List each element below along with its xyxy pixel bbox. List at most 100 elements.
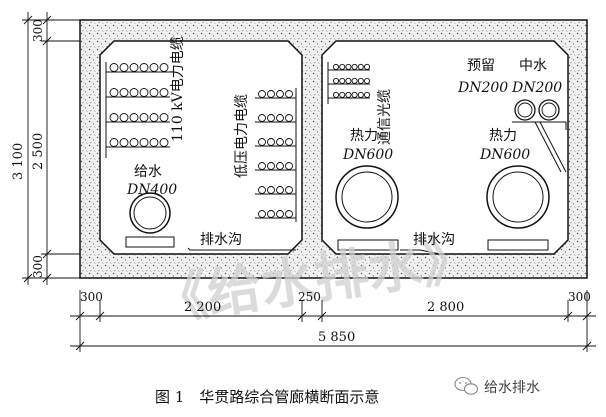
comm-cable-1-3 — [351, 77, 358, 84]
comm-cable-2-2 — [345, 91, 352, 98]
comm-cable-1-2 — [345, 77, 352, 84]
lv-cable-2-2 — [276, 138, 284, 146]
label-comm-cable: 通信光缆 — [377, 89, 393, 145]
water-supply-pipe — [125, 192, 175, 248]
comm-cable-0-0 — [332, 63, 340, 70]
comm-cable-1-1 — [339, 77, 346, 84]
label-110kv-cable: 110 kV电力电缆 — [170, 36, 186, 142]
dim-top-slab: 300 — [31, 19, 45, 42]
dim-bottom-slab: 300 — [31, 255, 45, 278]
power-cable-3-4 — [149, 138, 159, 147]
lv-cable-0-0 — [258, 90, 266, 98]
power-cable-1-5 — [159, 88, 169, 97]
dim-left-chamber-width: 2 200 — [184, 300, 221, 315]
left-cable-rack-low-voltage — [255, 88, 297, 222]
power-cable-0-2 — [129, 63, 139, 72]
lv-cable-4-3 — [285, 186, 293, 194]
power-cable-bundle — [109, 63, 169, 147]
power-cable-2-2 — [129, 113, 139, 122]
dim-overall-width: 5 850 — [318, 330, 355, 345]
power-cable-1-4 — [149, 88, 159, 97]
power-cable-0-0 — [109, 63, 119, 72]
lv-cable-2-1 — [267, 138, 275, 146]
comm-cable-bundle — [332, 63, 371, 98]
low-voltage-cable-bundle — [258, 90, 293, 218]
lv-cable-3-2 — [276, 162, 284, 170]
power-cable-2-4 — [149, 113, 159, 122]
dim-clear-height: 2 500 — [31, 133, 46, 170]
label-heat-1: 热力 — [350, 128, 378, 144]
comm-cable-0-5 — [363, 63, 371, 70]
label-drain-right: 排水沟 — [413, 232, 455, 248]
comm-cable-0-4 — [357, 63, 364, 70]
heat-pipe-2 — [486, 165, 550, 251]
power-cable-2-0 — [109, 113, 119, 122]
power-cable-1-0 — [109, 88, 119, 97]
lv-cable-1-2 — [276, 114, 284, 122]
lv-cable-4-1 — [267, 186, 275, 194]
label-drain-left: 排水沟 — [200, 232, 242, 248]
left-dimension-lines — [22, 12, 80, 285]
lv-cable-3-0 — [258, 162, 266, 170]
lv-cable-2-3 — [285, 138, 293, 146]
lv-cable-5-3 — [285, 210, 293, 218]
comm-cable-2-5 — [363, 91, 371, 98]
dim-left-wall: 300 — [80, 290, 103, 304]
power-cable-3-2 — [129, 138, 139, 147]
power-cable-2-5 — [159, 113, 169, 122]
left-cable-rack-power — [105, 62, 170, 158]
power-cable-1-3 — [139, 88, 149, 97]
power-cable-3-1 — [119, 138, 129, 147]
label-heat-1-size: DN600 — [342, 147, 393, 163]
lv-cable-3-1 — [267, 162, 275, 170]
power-cable-2-3 — [139, 113, 149, 122]
power-cable-0-1 — [119, 63, 129, 72]
lv-cable-1-3 — [285, 114, 293, 122]
lv-cable-0-1 — [267, 90, 275, 98]
comm-cable-1-5 — [363, 77, 371, 84]
power-cable-1-2 — [129, 88, 139, 97]
wechat-icon — [454, 376, 479, 395]
comm-cable-2-3 — [351, 91, 358, 98]
label-low-voltage-cable: 低压电力电缆 — [234, 94, 250, 178]
comm-cable-0-3 — [351, 63, 358, 70]
comm-cable-2-0 — [332, 91, 340, 98]
comm-cable-0-2 — [345, 63, 352, 70]
dim-total-height: 3 100 — [11, 143, 26, 180]
power-cable-2-1 — [119, 113, 129, 122]
lv-cable-3-3 — [285, 162, 293, 170]
dim-right-chamber-width: 2 800 — [427, 300, 464, 315]
power-cable-1-1 — [119, 88, 129, 97]
brand-badge: 给水排水 — [454, 376, 540, 396]
label-heat-2-size: DN600 — [479, 147, 530, 163]
comm-cable-0-1 — [339, 63, 346, 70]
label-reserve-size: DN200 — [457, 80, 508, 96]
comm-cable-2-1 — [339, 91, 346, 98]
lv-cable-4-2 — [276, 186, 284, 194]
power-cable-0-4 — [149, 63, 159, 72]
right-cable-rack-comm — [327, 62, 370, 104]
power-cable-3-3 — [139, 138, 149, 147]
comm-cable-1-4 — [357, 77, 364, 84]
lv-cable-5-1 — [267, 210, 275, 218]
label-water-supply: 给水 — [134, 164, 162, 180]
label-reserve: 预留 — [467, 58, 495, 74]
comm-cable-2-4 — [357, 91, 364, 98]
lv-cable-0-2 — [276, 90, 284, 98]
reclaimed-water-pipe — [538, 99, 560, 121]
label-reclaimed-size: DN200 — [511, 80, 562, 96]
bottom-dimension-lines — [70, 290, 596, 352]
figure-caption: 图 1 华贯路综合管廊横断面示意 — [155, 388, 379, 406]
dim-middle-wall: 250 — [298, 290, 321, 304]
power-cable-3-5 — [159, 138, 169, 147]
lv-cable-5-2 — [276, 210, 284, 218]
power-cable-0-3 — [139, 63, 149, 72]
dim-right-wall: 300 — [568, 290, 591, 304]
power-cable-0-5 — [159, 63, 169, 72]
lv-cable-1-1 — [267, 114, 275, 122]
lv-cable-0-3 — [285, 90, 293, 98]
lv-cable-1-0 — [258, 114, 266, 122]
comm-cable-1-0 — [332, 77, 340, 84]
label-reclaimed: 中水 — [519, 58, 547, 74]
